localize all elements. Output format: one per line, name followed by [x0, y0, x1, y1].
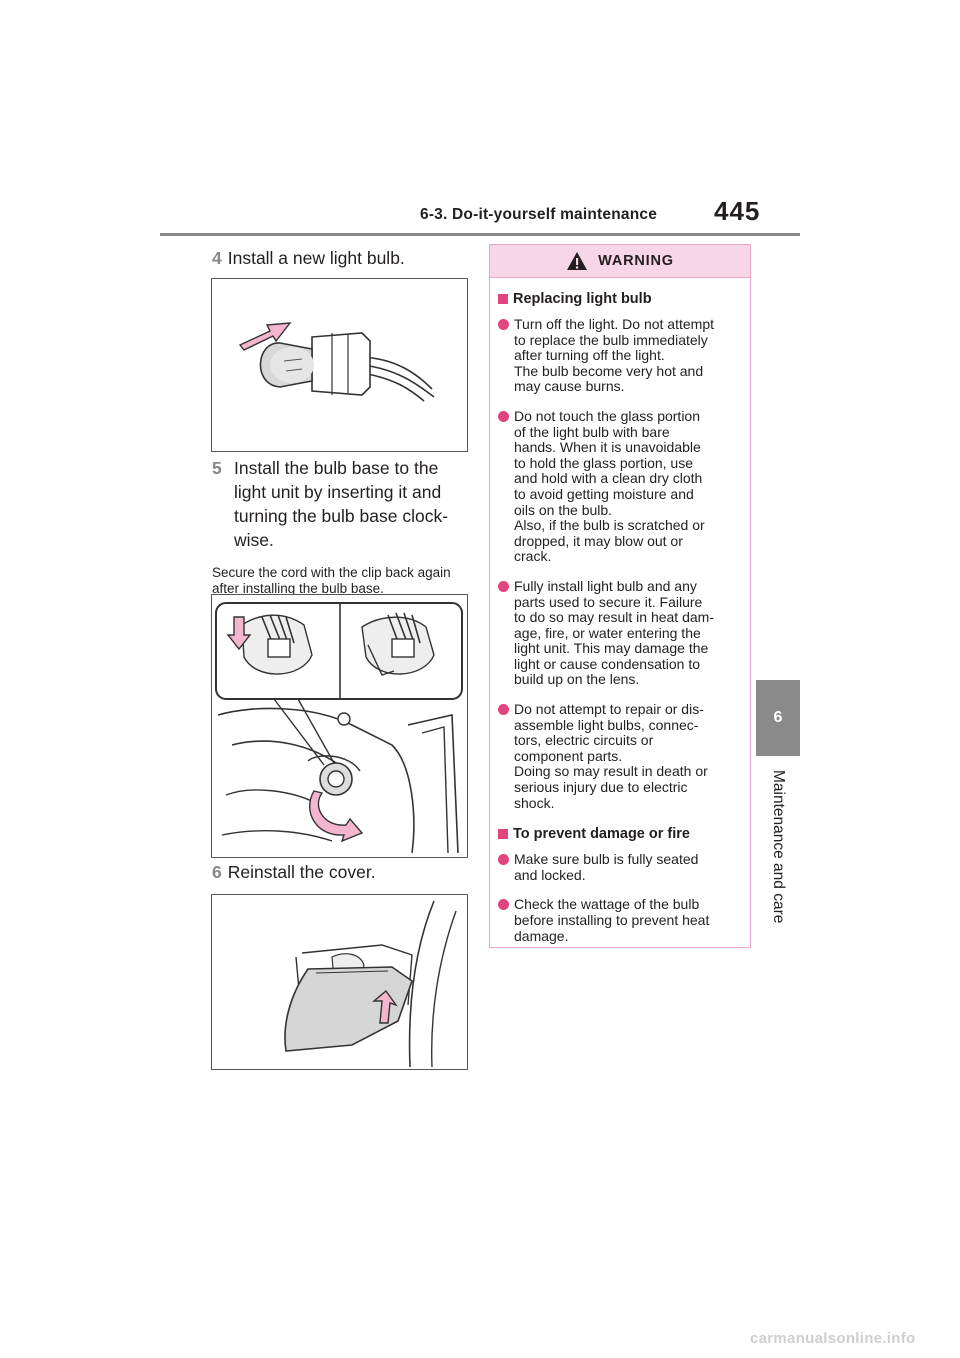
warning-section-heading: To prevent damage or fire — [498, 825, 746, 843]
circle-bullet-icon — [498, 410, 509, 422]
step-text: Reinstall the cover. — [227, 862, 376, 882]
chapter-tab[interactable]: 6 — [756, 680, 800, 756]
bulb-illustration — [211, 278, 468, 452]
warning-item: Turn off the light. Do not attempt to re… — [498, 316, 746, 395]
cover-illustration — [211, 894, 468, 1070]
warning-label: WARNING — [598, 253, 674, 269]
warning-triangle-icon — [567, 252, 588, 270]
step-number: 6 — [212, 862, 222, 882]
page-number: 445 — [714, 196, 761, 226]
circle-bullet-icon — [498, 580, 509, 592]
section-title: 6-3. Do-it-yourself maintenance — [420, 206, 658, 223]
header-rule — [160, 233, 800, 236]
rotate-clockwise-arrow-icon — [309, 790, 364, 843]
step-text: Install a new light bulb. — [227, 248, 405, 268]
warning-item: Check the wattage of the bulb before ins… — [498, 897, 746, 944]
square-bullet-icon — [498, 829, 508, 840]
bulb-base-illustration — [211, 594, 468, 858]
insert-arrow-icon — [238, 322, 292, 351]
square-bullet-icon — [498, 294, 508, 304]
warning-content: Replacing light bulb Turn off the light.… — [498, 279, 746, 944]
step-text: Install the bulb base to the light unit … — [234, 458, 449, 550]
warning-section-heading: Replacing light bulb — [498, 290, 746, 308]
chapter-label: Maintenance and care — [762, 770, 792, 930]
warning-box: WARNING Replacing light bulb Turn off th… — [489, 244, 751, 948]
circle-bullet-icon — [498, 704, 509, 716]
warning-item: Do not attempt to repair or dis- assembl… — [498, 701, 746, 811]
push-up-arrow-icon — [372, 989, 398, 1024]
push-down-arrow-icon — [226, 616, 252, 651]
note-text: Secure the cord with the clip back again… — [212, 565, 451, 596]
footer-watermark: carmanualsonline.info — [750, 1330, 916, 1347]
chapter-label-text: Maintenance and care — [770, 770, 787, 924]
circle-bullet-icon — [498, 899, 509, 911]
step-5: 5 Install the bulb base to the light unit… — [212, 456, 462, 550]
step-number: 5 — [212, 458, 222, 478]
warning-item: Do not touch the glass portion of the li… — [498, 408, 746, 565]
warning-item: Make sure bulb is fully seated and locke… — [498, 851, 746, 883]
warning-item: Fully install light bulb and any parts u… — [498, 578, 746, 688]
step-number: 4 — [212, 248, 222, 268]
chapter-number: 6 — [773, 709, 783, 726]
warning-header: WARNING — [490, 245, 750, 278]
circle-bullet-icon — [498, 854, 509, 866]
circle-bullet-icon — [498, 319, 509, 330]
